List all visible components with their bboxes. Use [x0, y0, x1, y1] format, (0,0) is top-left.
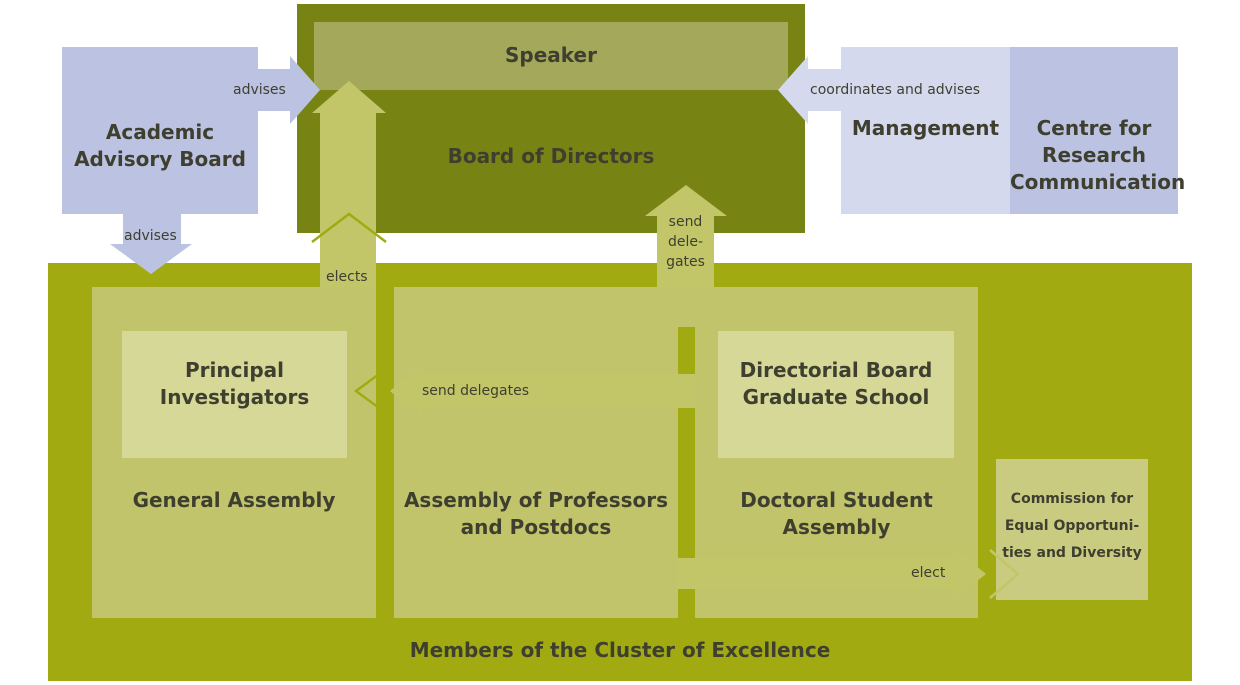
professors-line2: and Postdocs [460, 515, 612, 539]
commission-box [996, 459, 1148, 600]
elects-arrow-chevron [311, 212, 387, 243]
send-delegates-board-label: send dele- gates [657, 212, 714, 272]
centre-line2: Research [1042, 143, 1146, 167]
advises-arrow-down [110, 214, 192, 274]
commission-line2: Equal Opportuni- [1004, 518, 1140, 534]
pi-line2: Investigators [159, 385, 310, 409]
commission-line3: ties and Diversity [1002, 545, 1142, 561]
doctoral-line2: Assembly [782, 515, 891, 539]
send-delegates-left-chevron [353, 364, 391, 418]
elects-board-label: elects [326, 269, 368, 285]
general-assembly-label: General Assembly [132, 488, 336, 512]
directorial-board-label: Directorial Board Graduate School [718, 357, 954, 411]
advisory-board-label: Academic Advisory Board [62, 119, 258, 173]
advisory-board-line1: Academic [105, 120, 215, 144]
send-delegates-line1: send [668, 214, 703, 230]
directorial-board-box [718, 331, 954, 458]
doctoral-assembly-label: Doctoral Student Assembly [695, 487, 978, 541]
academic-advisory-board [62, 47, 258, 214]
elects-arrow-up [312, 81, 386, 287]
commission-line1: Commission for [1010, 491, 1134, 507]
management-box [841, 47, 1010, 214]
elect-arrow-right [678, 549, 986, 598]
advises-arrow-right [258, 56, 320, 124]
directorial-line2: Graduate School [742, 385, 930, 409]
centre-line1: Centre for [1036, 116, 1152, 140]
send-delegates-left-arrow [390, 365, 695, 418]
advises-members-label: advises [124, 228, 177, 244]
pi-line1: Principal [185, 358, 284, 382]
professors-line1: Assembly of Professors [403, 488, 669, 512]
send-delegates-pi-label: send delegates [422, 383, 529, 399]
advisory-board-line2: Advisory Board [74, 147, 246, 171]
directorial-line1: Directorial Board [739, 358, 933, 382]
commission-label: Commission for Equal Opportuni- ties and… [996, 486, 1148, 567]
members-label: Members of the Cluster of Excellence [409, 638, 831, 662]
send-delegates-line3: gates [666, 254, 705, 270]
board-label: Board of Directors [447, 144, 655, 168]
elect-commission-label: elect [911, 565, 946, 581]
elect-arrow-chevron [989, 549, 1020, 599]
principal-investigators-box [122, 331, 347, 458]
speaker-label: Speaker [505, 43, 597, 67]
centre-box [1010, 47, 1178, 214]
professors-label: Assembly of Professors and Postdocs [394, 487, 678, 541]
principal-investigators-label: Principal Investigators [122, 357, 347, 411]
speaker-box [314, 22, 788, 90]
advises-board-label: advises [233, 82, 286, 98]
send-delegates-up-arrow [645, 185, 727, 287]
coordinates-label: coordinates and advises [810, 82, 981, 98]
centre-line3: Communication [1010, 170, 1186, 194]
management-label: Management [851, 116, 1000, 140]
send-delegates-line2: dele- [667, 234, 704, 250]
coordinates-arrow-left [778, 56, 841, 124]
doctoral-line1: Doctoral Student [740, 488, 933, 512]
centre-label: Centre for Research Communication [1010, 115, 1186, 196]
